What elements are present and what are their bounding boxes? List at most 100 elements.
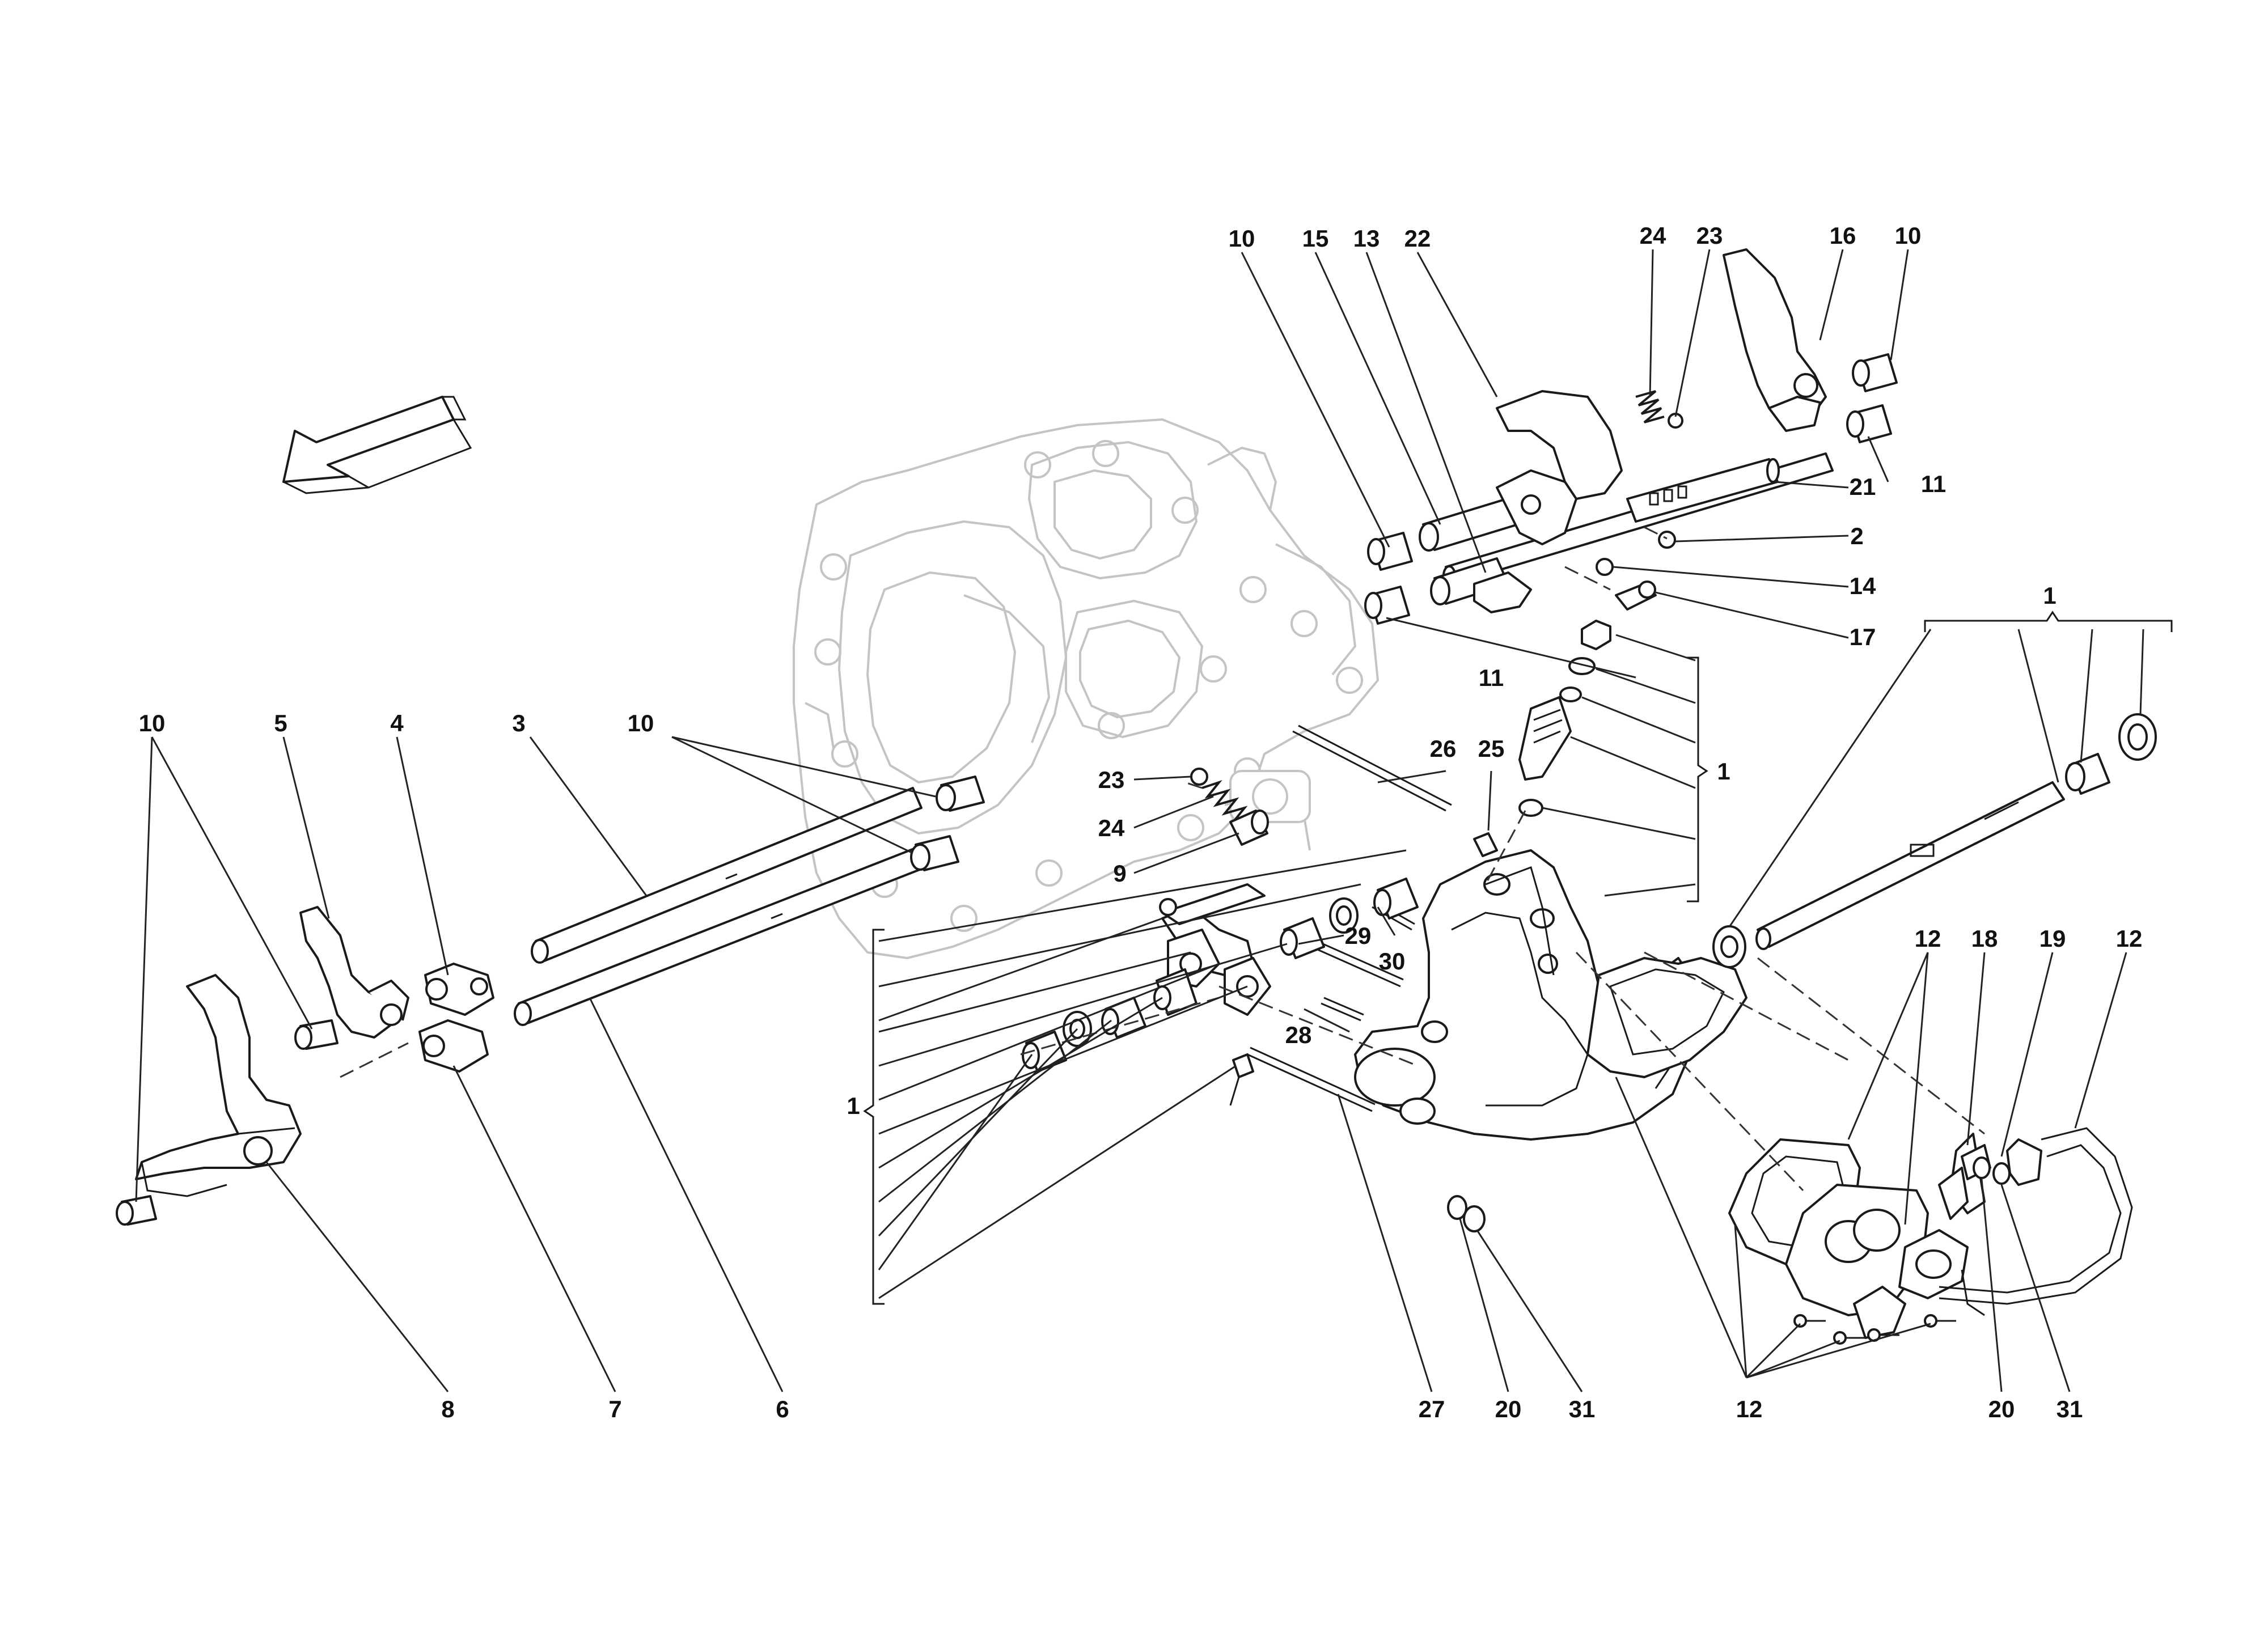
label-25: 25: [1478, 735, 1505, 762]
bushing-10-top-right: [1852, 353, 1898, 392]
label-1-left: 1: [847, 1092, 860, 1119]
label-12-top-right: 12: [2116, 925, 2143, 952]
bolt-2: [1658, 531, 1676, 549]
label-2: 2: [1850, 523, 1863, 549]
part-number-labels: 10 15 13 22 24 23 16 10 11 21 2 14 17 11…: [139, 222, 2143, 1422]
label-16: 16: [1830, 222, 1856, 249]
label-28: 28: [1285, 1022, 1312, 1048]
label-27: 27: [1419, 1396, 1445, 1422]
label-29: 29: [1345, 922, 1372, 949]
shift-rod-3: [531, 787, 923, 964]
nut-31-right: [1992, 1162, 2011, 1185]
label-4: 4: [390, 710, 404, 736]
label-31-bottom-left: 31: [1569, 1396, 1596, 1422]
label-1-right-top: 1: [2043, 582, 2056, 609]
label-23-top: 23: [1696, 222, 1723, 249]
bushing-10-center-lower: [910, 835, 959, 871]
label-20-bottom-left: 20: [1495, 1396, 1522, 1422]
bracket-group-1-top: [1924, 611, 2173, 632]
bushing-left-group-b: [1101, 997, 1146, 1039]
gearbox-housing-ghost: [793, 418, 1379, 959]
oring-small: [1559, 687, 1582, 702]
plunger-9: [1229, 810, 1269, 846]
label-10-left: 10: [139, 710, 166, 736]
screw-small-left: [1229, 1053, 1254, 1106]
shift-fork-5: [299, 906, 409, 1039]
pin-25: [1473, 832, 1498, 857]
label-12-bottom: 12: [1736, 1396, 1763, 1422]
bracket-group-1-left: [863, 929, 885, 1305]
label-17: 17: [1850, 624, 1876, 650]
label-9: 9: [1113, 860, 1126, 887]
detent-spring-24-center: [1201, 779, 1254, 824]
label-14: 14: [1850, 573, 1876, 599]
label-19: 19: [2039, 925, 2066, 952]
label-10-top-left: 10: [1229, 225, 1255, 252]
screw-12-a: [1793, 1314, 1826, 1328]
washer-right-group: [1329, 897, 1359, 934]
bushing-10-left-upper: [294, 1019, 338, 1050]
label-12-top-left: 12: [1915, 925, 1941, 952]
detent-ball-23-center: [1190, 768, 1208, 786]
label-6: 6: [776, 1396, 789, 1422]
bushing-right-group-a: [1280, 917, 1325, 959]
label-22: 22: [1404, 225, 1431, 252]
bracket-group-1-right: [1687, 656, 1708, 902]
label-3: 3: [512, 710, 525, 736]
label-10-center: 10: [628, 710, 654, 736]
nut-cap: [1581, 620, 1611, 650]
label-18: 18: [1971, 925, 1998, 952]
sensor-position: [1853, 1229, 1969, 1339]
bushing-10-mid: [1367, 532, 1413, 571]
bushing-13: [1430, 557, 1509, 605]
label-8: 8: [441, 1396, 454, 1422]
bolt-27: [1247, 1046, 1376, 1112]
solenoid-plunger: [1518, 696, 1572, 781]
label-24-mid: 24: [1098, 815, 1125, 841]
washer-14: [1596, 558, 1614, 576]
bracket-clip: [1159, 883, 1266, 925]
label-23-mid: 23: [1098, 766, 1125, 793]
label-1-right-mid: 1: [1717, 758, 1730, 785]
label-24-top: 24: [1640, 222, 1666, 249]
seal-right-end: [2118, 713, 2157, 761]
label-31-bottom-right: 31: [2057, 1396, 2083, 1422]
seal-right-shaft: [1712, 925, 1746, 968]
screw-12-b: [1833, 1331, 1865, 1345]
bushing-11-top-right: [1846, 404, 1892, 443]
leader-lines: [135, 249, 2144, 1392]
stud-26: [1292, 724, 1452, 812]
side-cover: [1586, 957, 1747, 1078]
sensor-cable: [1939, 1127, 2133, 1316]
shift-block-4: [424, 963, 494, 1016]
shift-fork-22: [1473, 390, 1623, 613]
alignment-lines: [340, 526, 1985, 1192]
bushing-10-center-upper: [936, 776, 985, 812]
label-11-top-right: 11: [1921, 471, 1946, 497]
bushing-10-left-lower: [116, 1195, 157, 1226]
label-30: 30: [1379, 948, 1406, 974]
bushing-11-mid: [1364, 586, 1410, 625]
shift-fork-8: [135, 974, 302, 1197]
label-11-mid: 11: [1479, 664, 1504, 691]
nut-31-left: [1463, 1205, 1486, 1232]
label-21: 21: [1850, 473, 1876, 500]
shift-fork-16: [1723, 248, 1827, 432]
label-26: 26: [1430, 735, 1457, 762]
washer-small: [1568, 657, 1596, 675]
stud-28: [1321, 997, 1364, 1022]
bolt-17: [1615, 581, 1657, 611]
arrow-icon: [282, 396, 472, 494]
label-20-bottom-right: 20: [1988, 1396, 2015, 1422]
label-15: 15: [1302, 225, 1329, 252]
bearing-right-shaft-end: [2065, 753, 2110, 795]
right-main-shaft: [1755, 781, 2065, 950]
label-7: 7: [608, 1396, 621, 1422]
label-13: 13: [1353, 225, 1380, 252]
washer-20-left: [1447, 1195, 1467, 1220]
label-5: 5: [274, 710, 287, 736]
shift-block-7: [418, 1019, 489, 1073]
label-10-top-right: 10: [1895, 222, 1922, 249]
detent-spring-24-top: [1635, 390, 1665, 423]
